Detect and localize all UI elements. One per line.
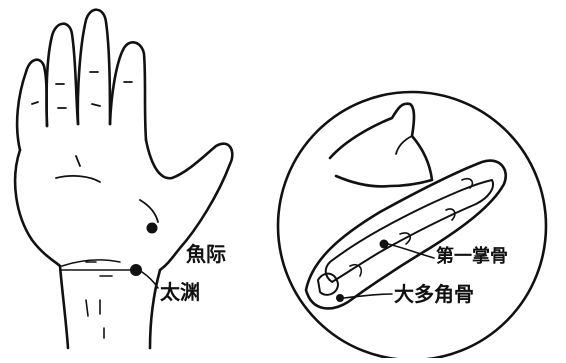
yuji-label: 魚际: [186, 242, 226, 266]
middle-finger-outline: [76, 8, 112, 126]
trapezium-bone: [317, 272, 339, 296]
trapezium-point-dot: [336, 294, 344, 302]
palm-crease-lines: [55, 155, 159, 223]
forearm-left-line: [58, 264, 70, 350]
taiyuan-acupoint-dot: [130, 264, 142, 276]
finger-crease-lines: [31, 71, 133, 109]
trapezium-label: 大多角骨: [394, 282, 474, 306]
thumb-outline: [144, 138, 234, 272]
forearm-right-line: [148, 268, 162, 350]
index-finger-outline: [108, 41, 148, 142]
left-hand-drawing: [13, 8, 234, 350]
ring-finger-outline: [45, 22, 80, 128]
first-metacarpal-label: 第一掌骨: [436, 246, 508, 267]
wrist-crease-lines: [61, 259, 121, 339]
trapezium-leader: [343, 293, 393, 299]
inset-finger-crease: [395, 135, 413, 155]
inset-thumb-outline: [304, 159, 507, 310]
bone-joint-details: [349, 177, 474, 277]
inset-finger-outline: [328, 102, 434, 188]
first-metacarpal-leader: [387, 243, 435, 259]
yuji-acupoint-dot: [146, 222, 158, 234]
first-metacarpal-bone: [324, 179, 494, 283]
metacarpal-point-dot: [379, 239, 389, 249]
inset-drawing: [276, 90, 548, 362]
taiyuan-label: 太渊: [160, 280, 200, 304]
taiyuan-leader-line: [141, 271, 159, 289]
palm-ulnar-edge: [13, 148, 62, 268]
